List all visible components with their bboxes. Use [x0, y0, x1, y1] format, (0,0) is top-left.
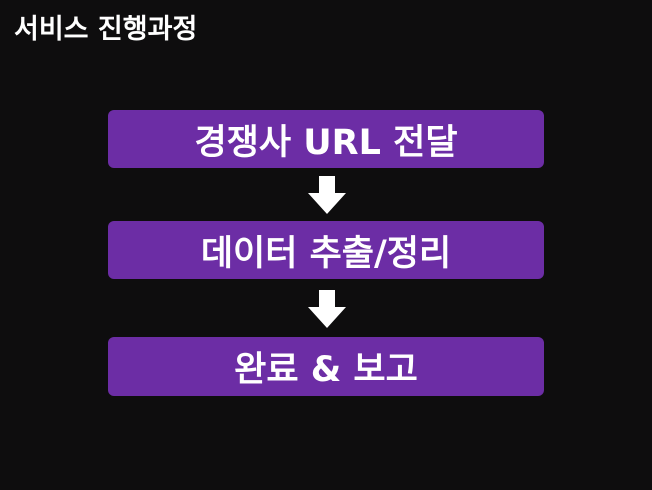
- down-arrow-icon: [308, 290, 346, 328]
- step-label: 데이터 추출/정리: [200, 233, 452, 274]
- step-box-competitor-url: 경쟁사 URL 전달: [108, 110, 544, 168]
- step-label: 경쟁사 URL 전달: [194, 122, 458, 163]
- step-label: 완료 & 보고: [234, 350, 418, 390]
- page-title: 서비스 진행과정: [14, 14, 198, 45]
- down-arrow-icon: [308, 176, 346, 214]
- step-box-data-extraction: 데이터 추출/정리: [108, 221, 544, 279]
- step-box-complete-report: 완료 & 보고: [108, 337, 544, 396]
